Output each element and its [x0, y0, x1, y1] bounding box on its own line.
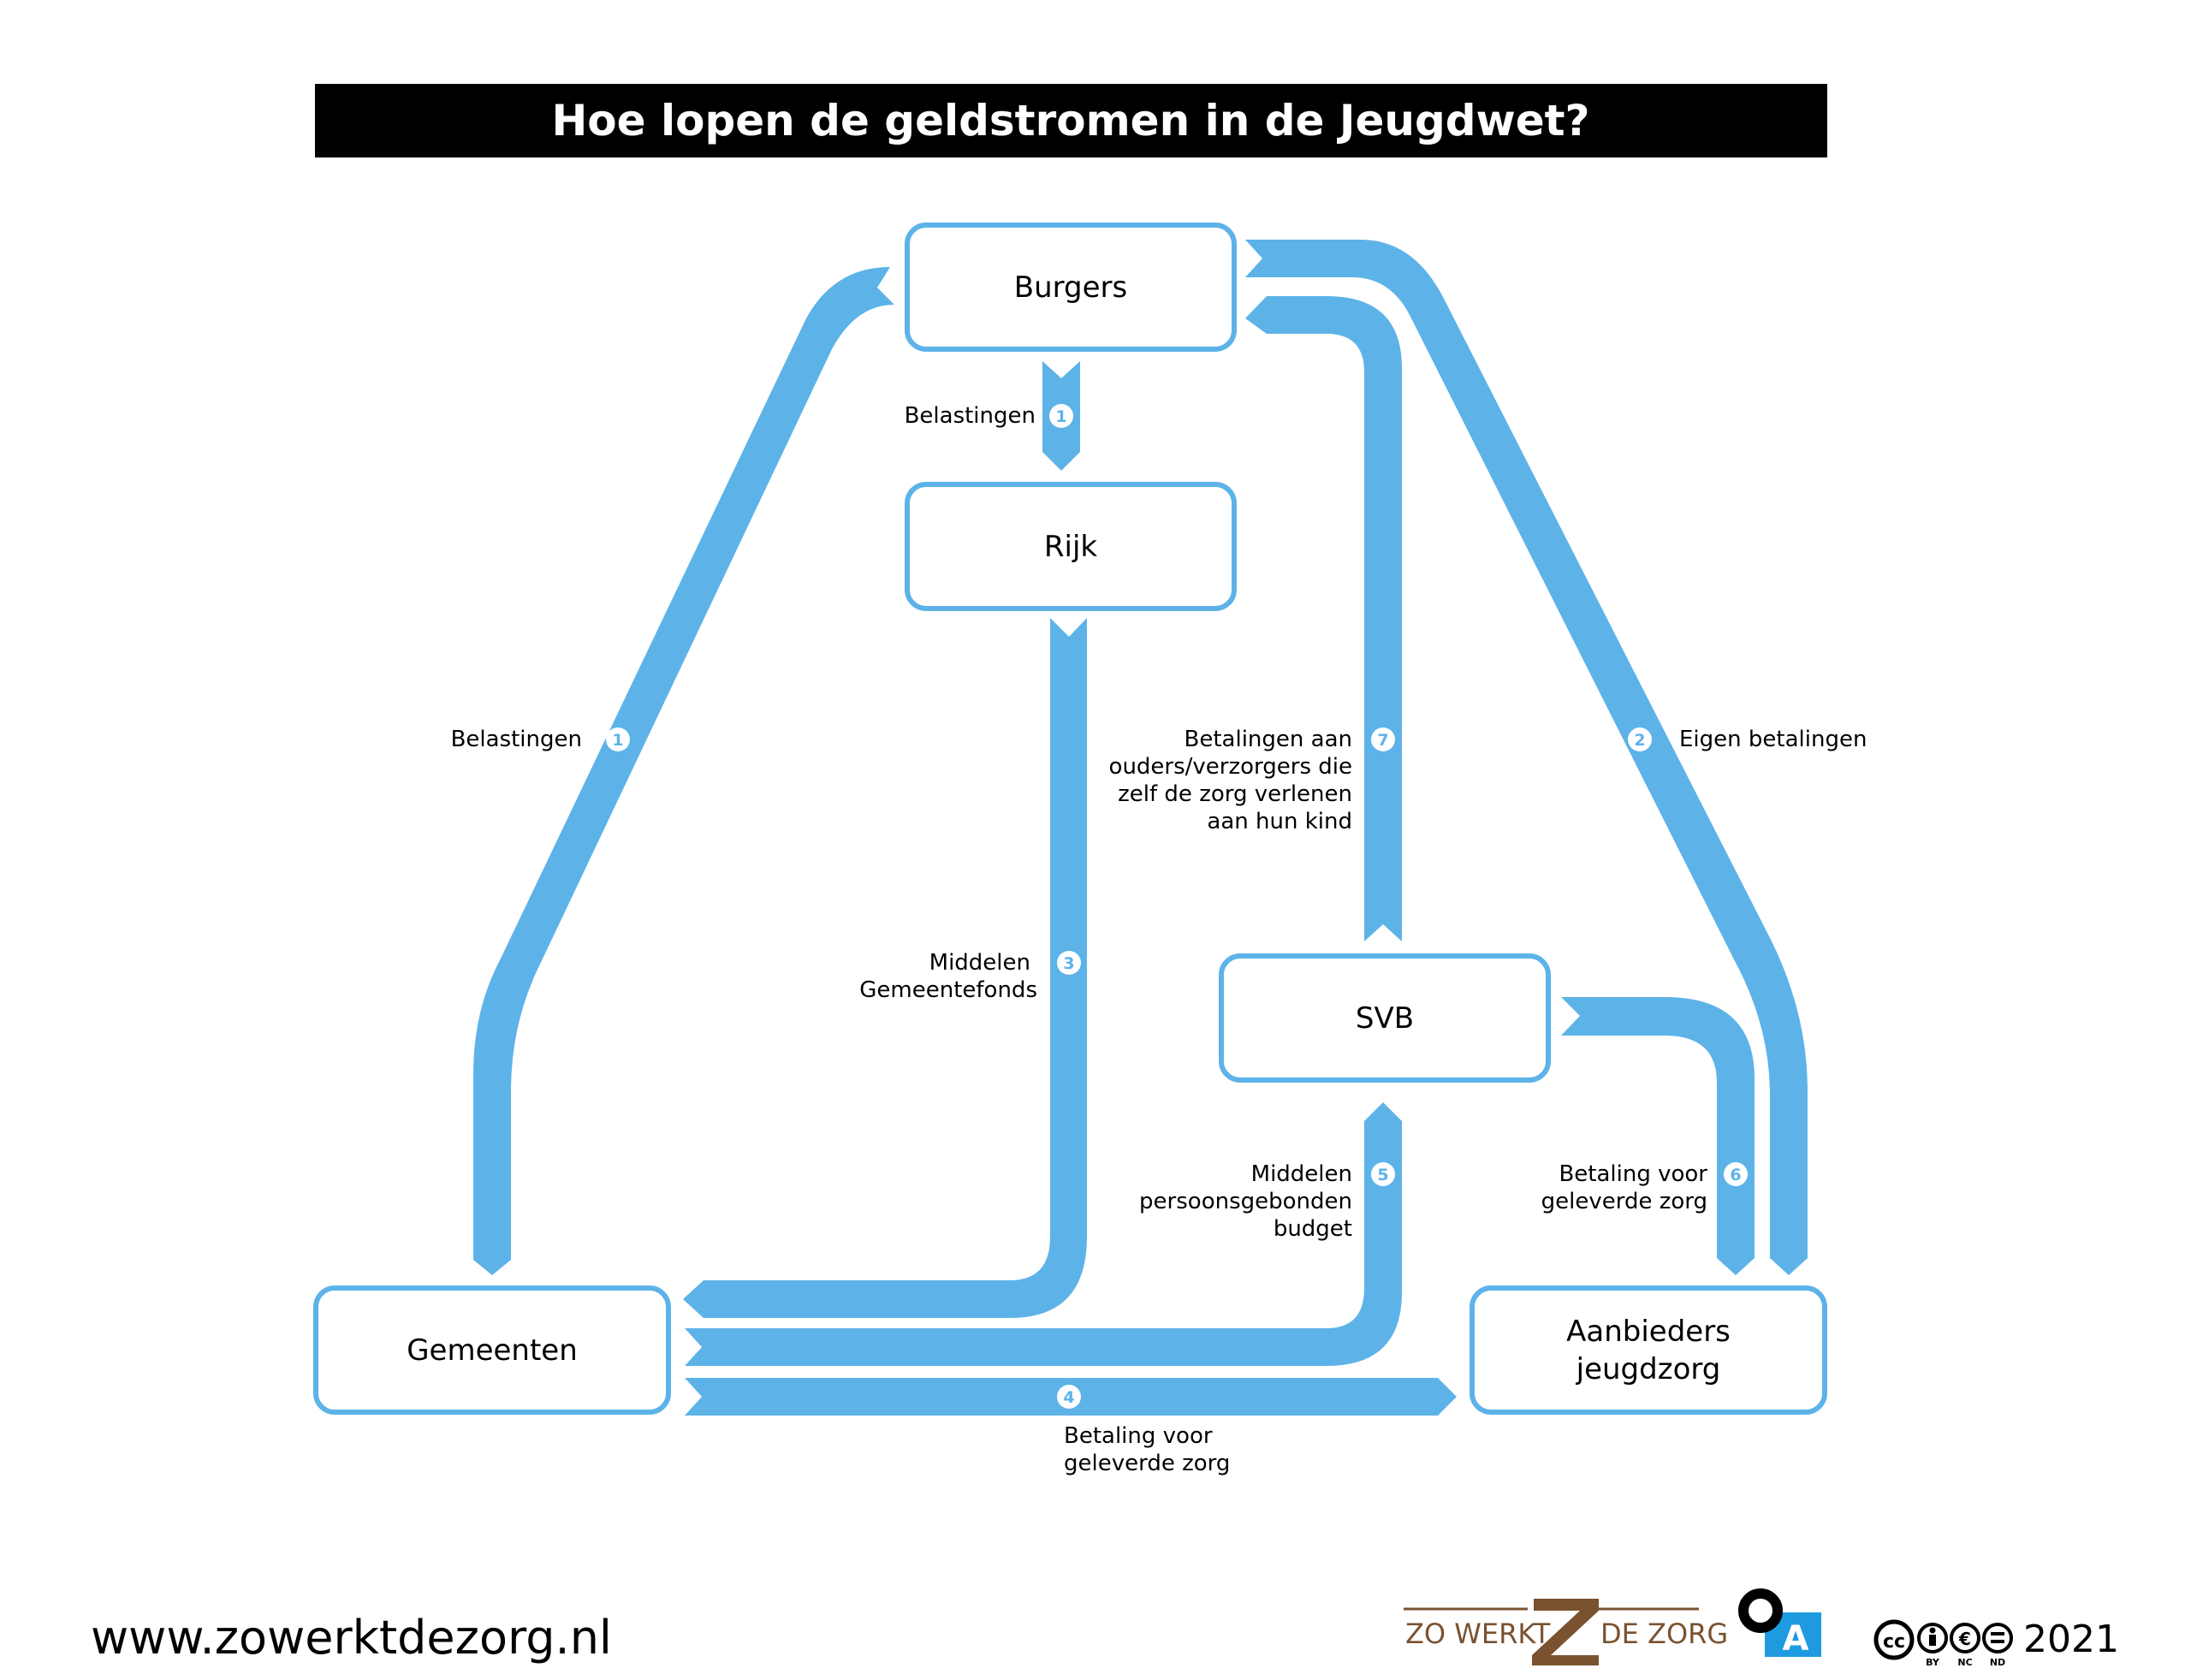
badge-7: 7 — [1371, 727, 1395, 751]
cc-license-icons: cc € BY NC ND — [1873, 1619, 2013, 1668]
flow-1-top-label: Belastingen — [905, 403, 1036, 429]
svg-text:cc: cc — [1883, 1631, 1905, 1653]
flow-1-left-arrow — [473, 267, 894, 1275]
flow-3-label-line1: Middelen — [929, 950, 1030, 976]
flow-5-label-line3: budget — [1274, 1216, 1352, 1242]
badge-1-top: 1 — [1049, 404, 1073, 428]
flow-7-label-line4: aan hun kind — [1207, 809, 1352, 834]
node-gemeenten-label: Gemeenten — [407, 1333, 578, 1368]
flow-5-label-line2: persoonsgebonden — [1139, 1189, 1352, 1214]
badge-2: 2 — [1628, 727, 1652, 751]
svg-text:1: 1 — [612, 731, 623, 750]
node-gemeenten-box — [313, 1285, 671, 1415]
flow-4-label-line1: Betaling voor — [1064, 1423, 1213, 1449]
flow-7-label-line2: ouders/verzorgers die — [1109, 754, 1352, 780]
flow-5-label-line1: Middelen — [1251, 1161, 1352, 1187]
node-rijk-label: Rijk — [1044, 530, 1098, 564]
flow-2-label: Eigen betalingen — [1679, 727, 1867, 752]
badge-3: 3 — [1057, 951, 1081, 975]
footer-url[interactable]: www.zowerktdezorg.nl — [91, 1611, 612, 1665]
svg-text:BY: BY — [1926, 1657, 1940, 1668]
svg-text:6: 6 — [1730, 1166, 1741, 1184]
oa-logo: A — [1738, 1588, 1821, 1659]
cc-icon — [1873, 1619, 1915, 1660]
flow-6-label-line2: geleverde zorg — [1541, 1189, 1707, 1214]
svg-text:5: 5 — [1377, 1166, 1388, 1184]
flow-1-left-label: Belastingen — [451, 727, 582, 752]
page-title: Hoe lopen de geldstromen in de Jeugdwet? — [551, 96, 1589, 145]
node-svb-box — [1219, 953, 1551, 1083]
nd-icon — [1982, 1623, 2013, 1653]
flow-4-label-line2: geleverde zorg — [1064, 1451, 1230, 1476]
badge-6: 6 — [1724, 1162, 1748, 1186]
svg-text:ZO WERKT: ZO WERKT — [1405, 1618, 1551, 1650]
node-burgers-box — [905, 223, 1237, 352]
svg-text:7: 7 — [1377, 731, 1388, 750]
badge-5: 5 — [1371, 1162, 1395, 1186]
node-aanbieders-box — [1470, 1285, 1827, 1415]
footer-year: 2021 — [2023, 1618, 2119, 1661]
flow-7-arrow — [1245, 296, 1402, 941]
svg-text:A: A — [1783, 1619, 1809, 1659]
flow-6-arrow — [1561, 997, 1755, 1275]
svg-text:3: 3 — [1063, 954, 1074, 973]
svg-text:4: 4 — [1063, 1388, 1074, 1407]
flow-5-arrow — [685, 1102, 1402, 1366]
badge-4: 4 — [1057, 1385, 1081, 1409]
node-rijk-box — [905, 482, 1237, 611]
zo-werkt-de-zorg-logo: ZO WERKT DE ZORG — [1404, 1599, 1728, 1665]
svg-text:€: € — [1958, 1629, 1971, 1649]
flow-3-label-line2: Gemeentefonds — [859, 977, 1037, 1003]
svg-text:1: 1 — [1055, 407, 1066, 426]
nc-icon — [1950, 1623, 1980, 1653]
svg-text:ND: ND — [1990, 1657, 2005, 1668]
flow-7-label-line3: zelf de zorg verlenen — [1118, 781, 1352, 807]
node-svb-label: SVB — [1356, 1001, 1414, 1036]
node-aanbieders-label-line2: jeugdzorg — [1576, 1352, 1721, 1386]
node-burgers-label: Burgers — [1014, 270, 1127, 305]
svg-text:2: 2 — [1634, 731, 1645, 750]
title-bar — [315, 84, 1827, 157]
svg-text:NC: NC — [1957, 1657, 1972, 1668]
flow-6-label-line1: Betaling voor — [1559, 1161, 1707, 1187]
flow-7-label-line1: Betalingen aan — [1185, 727, 1352, 752]
svg-text:DE ZORG: DE ZORG — [1600, 1618, 1728, 1650]
badge-1-left: 1 — [606, 727, 630, 751]
node-aanbieders-label-line1: Aanbieders — [1566, 1315, 1731, 1349]
